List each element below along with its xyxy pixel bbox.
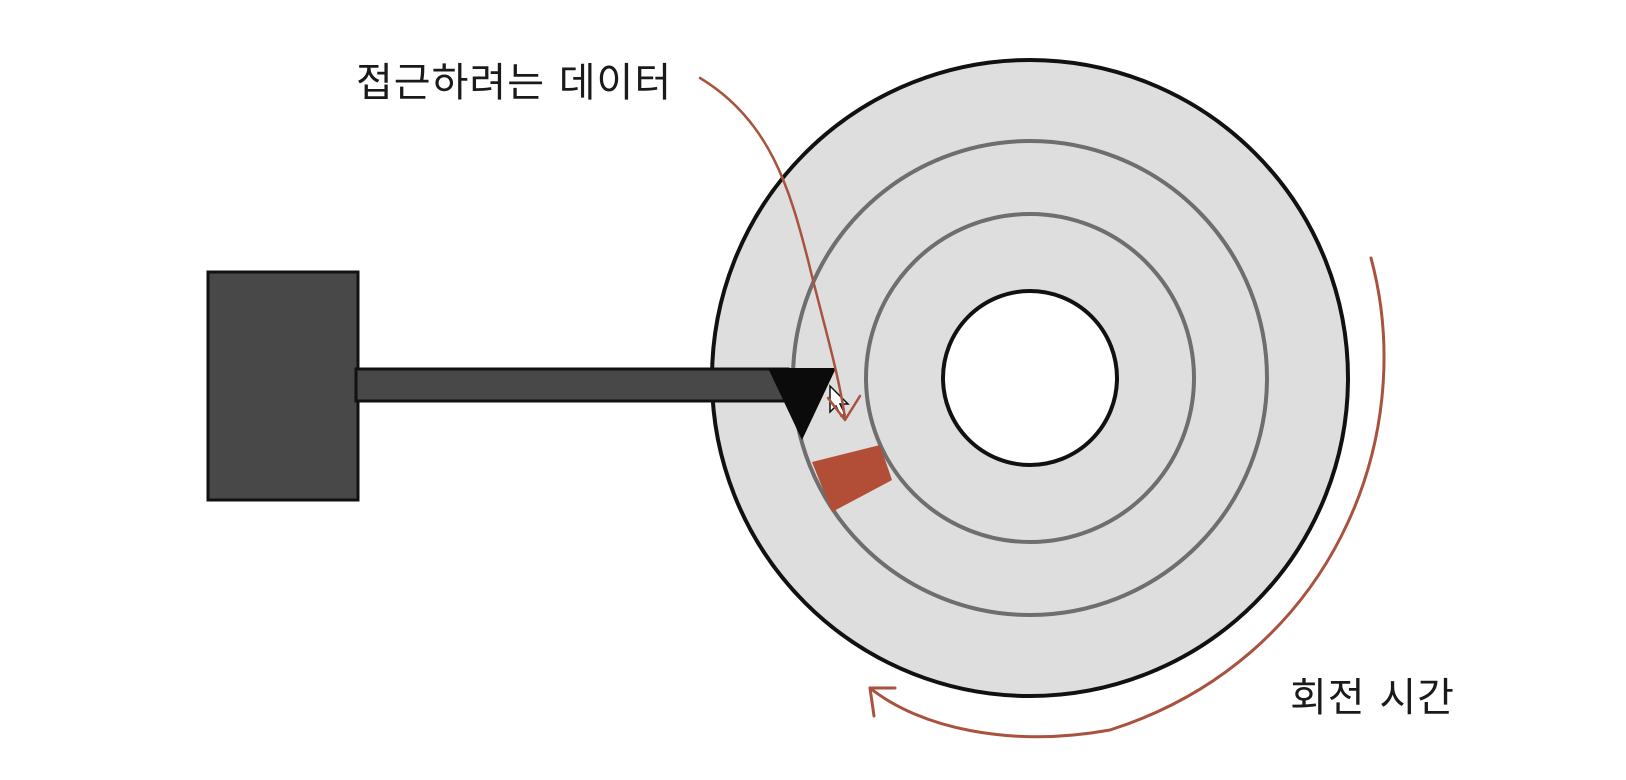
rotation-arrowhead bbox=[868, 686, 897, 718]
inner-track bbox=[864, 212, 1196, 544]
actuator-block bbox=[206, 270, 360, 502]
read-write-head bbox=[768, 368, 836, 440]
target-data-sector bbox=[812, 445, 892, 512]
annotation-arrow bbox=[698, 76, 847, 420]
spindle-hole bbox=[941, 289, 1119, 467]
actuator-arm bbox=[354, 367, 790, 403]
annotation-arrowhead bbox=[826, 394, 862, 422]
mouse-cursor-icon bbox=[829, 384, 850, 418]
rotation-arrow bbox=[868, 256, 1386, 739]
target-data-label: 접근하려는 데이터 bbox=[356, 60, 673, 106]
rotation-time-label: 회전 시간 bbox=[1290, 675, 1455, 721]
